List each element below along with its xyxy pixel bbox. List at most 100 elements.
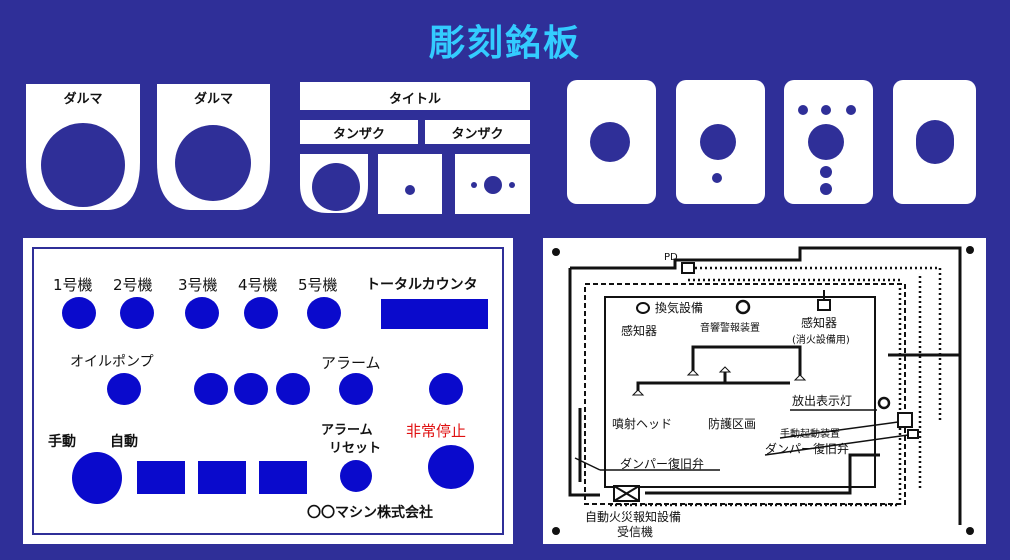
damper-line-left <box>574 457 601 471</box>
mount-hole-br <box>966 527 974 535</box>
page-title: 彫刻銘板 <box>428 23 581 64</box>
square-button-2 <box>198 461 246 494</box>
alarm-reset-label-1: アラーム <box>321 423 373 438</box>
tall-plate-4-slot <box>916 120 954 164</box>
wire-bottom <box>645 453 880 495</box>
manual-auto-switch <box>72 452 122 504</box>
emergency-stop-label: 非常停止 <box>406 422 467 440</box>
machine-2-button <box>120 297 154 329</box>
daruma-hole-1 <box>41 123 125 207</box>
machine-5-button <box>307 297 341 329</box>
oil-pump-button <box>107 373 141 405</box>
machine-1-label: 1号機 <box>53 276 93 294</box>
wire-piping-left <box>636 369 727 393</box>
machine-2-label: 2号機 <box>113 276 153 294</box>
tanzaku-label-1: タンザク <box>332 127 385 142</box>
square-button-1 <box>137 461 185 494</box>
alarm-reset-label-2: リセット <box>329 441 382 456</box>
receiver-x2 <box>613 485 640 502</box>
nozzle-4 <box>718 366 732 373</box>
nozzle-3 <box>793 374 807 381</box>
oil-pump-label: オイルポンプ <box>70 354 154 370</box>
tall-plate-3-low <box>820 166 832 178</box>
manual-start-line <box>779 421 899 439</box>
pd-label: PD <box>664 252 678 263</box>
damper-line-right <box>764 434 909 456</box>
machine-3-label: 3号機 <box>178 276 218 294</box>
tall-plate-2-hole <box>700 124 736 160</box>
ventilation-label: 換気設備 <box>655 301 704 315</box>
auto-label: 自動 <box>110 434 138 450</box>
duct-dotted-top <box>685 266 942 420</box>
mount-hole-tr <box>966 246 974 254</box>
square-plate-2-hole-main <box>484 176 502 194</box>
sound-alarm-label: 音響警報装置 <box>700 323 760 334</box>
square-plate-1-hole <box>405 185 415 195</box>
manual-start-label: 手動起動装置 <box>780 429 840 440</box>
wire-piping <box>691 345 802 378</box>
spray-head-label: 噴射ヘッド <box>612 417 673 431</box>
discharge-lamp-label: 放出表示灯 <box>792 394 853 408</box>
tall-plate-3-hole <box>808 124 844 160</box>
square-button-3 <box>259 461 307 494</box>
square-plate-2-hole-left <box>471 182 477 188</box>
daruma-hole-2 <box>175 125 251 201</box>
nozzle-2 <box>686 369 700 376</box>
wire-top <box>570 246 962 525</box>
sound-alarm-symbol <box>735 299 751 315</box>
machine-4-label: 4号機 <box>238 276 278 294</box>
fire-alarm-label-1: 自動火災報知設備 <box>585 510 682 524</box>
tall-plate-3-top-right <box>846 105 856 115</box>
square-plate-2-hole-right <box>509 182 515 188</box>
tanzaku-plate-2 <box>425 120 530 144</box>
daruma-label-1: ダルマ <box>63 92 103 107</box>
indicator-3 <box>276 373 310 405</box>
sensor-symbol <box>817 299 831 311</box>
extinguisher-note: (消火設備用) <box>792 335 850 346</box>
sensor-label-2: 感知器 <box>801 316 838 330</box>
fire-alarm-label-2: 受信機 <box>617 525 654 539</box>
indicator-1 <box>194 373 228 405</box>
alarm-label: アラーム <box>321 354 381 372</box>
total-counter-label: トータルカウンタ <box>366 277 478 293</box>
damper-label-left: ダンパー復旧弁 <box>620 457 705 471</box>
machine-4-button <box>244 297 278 329</box>
nozzle-1 <box>631 389 645 396</box>
machine-3-button <box>185 297 219 329</box>
alarm-button <box>339 373 373 405</box>
pd-box <box>681 262 695 274</box>
damper-symbol <box>907 429 919 439</box>
duct-dotted-inner <box>610 278 902 507</box>
wire-main <box>568 268 600 497</box>
title-plate-label: タイトル <box>388 92 441 107</box>
protect-zone-label: 防護区画 <box>708 417 757 431</box>
round-bottom-hole <box>312 163 360 211</box>
room-inner <box>604 296 876 488</box>
ventilation-symbol <box>636 302 650 314</box>
company-label: 〇〇マシン株式会社 <box>307 505 433 521</box>
machine-1-button <box>62 297 96 329</box>
title-plate <box>300 82 530 110</box>
tall-plate-3-top-left <box>798 105 808 115</box>
indicator-2 <box>234 373 268 405</box>
manual-label: 手動 <box>48 434 76 450</box>
tall-plate-1-hole <box>590 122 630 162</box>
sensor-label-1: 感知器 <box>621 324 658 338</box>
discharge-lamp-symbol <box>877 396 891 410</box>
alarm-lamp <box>429 373 463 405</box>
daruma-label-2: ダルマ <box>193 92 233 107</box>
control-panel-border <box>32 247 504 535</box>
tall-plate-3-mid <box>821 105 831 115</box>
mount-hole-bl <box>552 527 560 535</box>
manual-start-symbol <box>897 412 913 428</box>
emergency-stop-button <box>428 445 474 489</box>
tall-plate-2-small-hole <box>712 173 722 183</box>
tall-plate-3-bottom <box>820 183 832 195</box>
tanzaku-plate-1 <box>300 120 418 144</box>
machine-5-label: 5号機 <box>298 276 338 294</box>
square-plate-1 <box>378 154 442 214</box>
alarm-reset-button <box>340 460 372 492</box>
